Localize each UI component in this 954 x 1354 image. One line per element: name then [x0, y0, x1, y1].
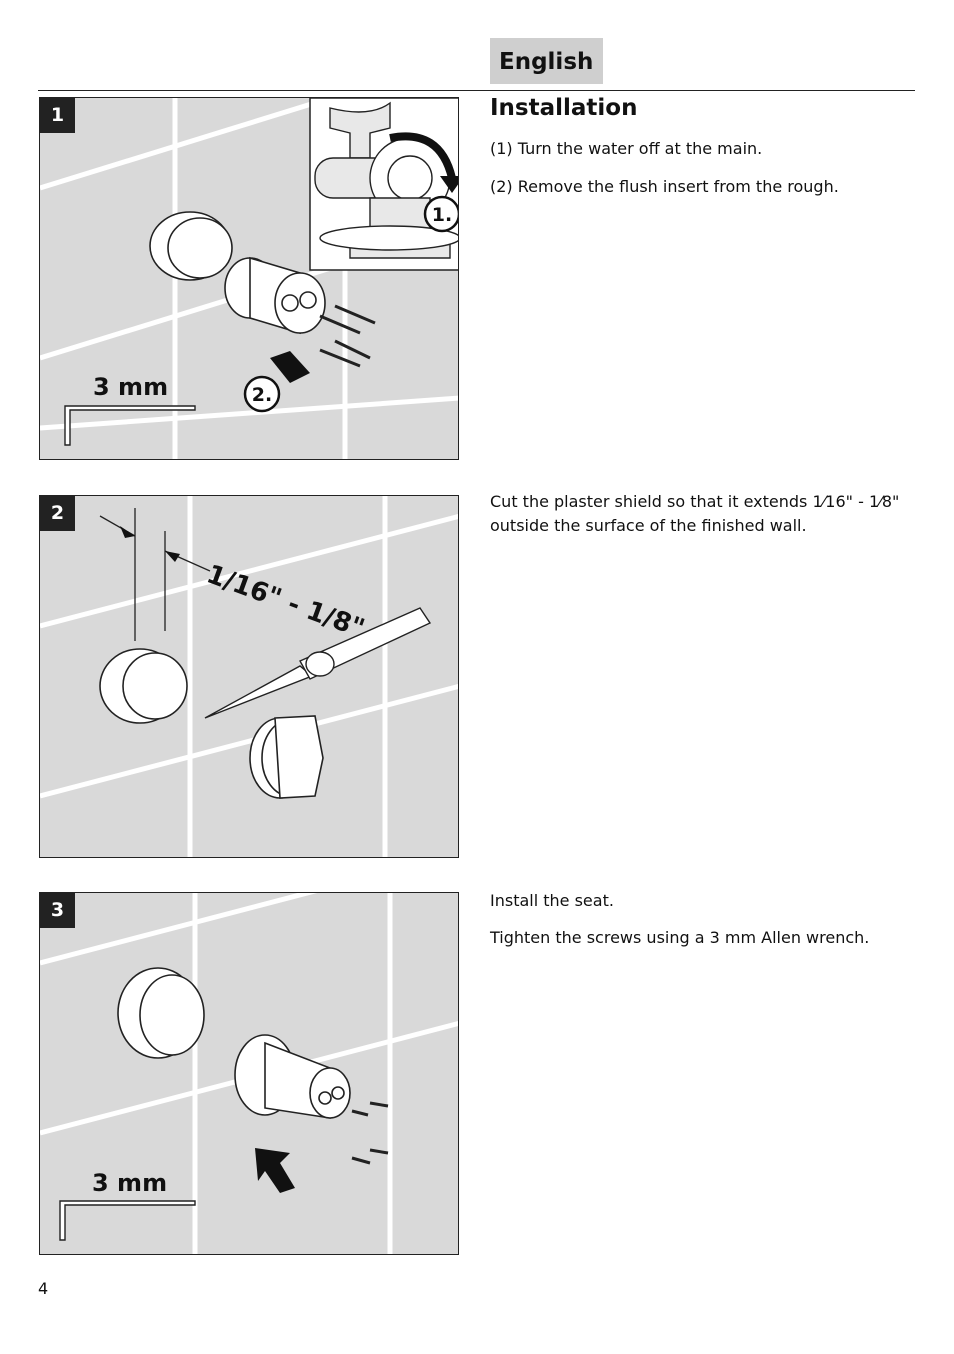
plaster-shield-icon	[99, 648, 188, 724]
callout-1-badge	[423, 195, 458, 233]
allen-wrench-icon	[59, 1200, 196, 1241]
language-tab: English	[490, 38, 603, 84]
header-rule	[38, 90, 915, 91]
step-1-text-1: (1) Turn the water off at the main.	[490, 139, 763, 158]
step-2-illustration: 1/16" - 1/8" 2	[39, 495, 459, 858]
allen-wrench-icon	[64, 405, 196, 446]
install-arrow-icon	[255, 1148, 295, 1193]
turn-arrow-icon	[389, 132, 456, 180]
step-2-text: Cut the plaster shield so that it extend…	[490, 492, 900, 535]
turn-arrowhead-icon	[440, 176, 458, 193]
step-number-3: 3	[40, 893, 75, 928]
tool-size-label: 3 mm	[93, 373, 168, 401]
page-number: 4	[38, 1279, 49, 1298]
plaster-shield-icon	[149, 211, 233, 281]
valve-seat-icon	[234, 1034, 351, 1119]
step-3-text-1: Install the seat.	[490, 891, 614, 910]
step-number-2: 2	[40, 496, 75, 531]
tool-size-label: 3 mm	[92, 1169, 167, 1197]
section-title: Installation	[490, 95, 638, 121]
step-2-drawing: 1/16" - 1/8"	[40, 496, 458, 857]
callout-2-label: 2.	[252, 384, 272, 406]
step-3-drawing: 3 mm	[40, 893, 458, 1254]
screws-icon	[319, 304, 376, 368]
dimension-lines	[99, 508, 211, 641]
flush-insert-icon	[224, 256, 326, 335]
step-1-illustration: 1. 2. 3 mm 1	[39, 97, 459, 460]
step-1-text-2: (2) Remove the flush insert from the rou…	[490, 177, 839, 196]
callout-2-badge	[243, 375, 281, 413]
dimension-arrow-left-icon	[120, 526, 135, 538]
screws-icon	[351, 1101, 389, 1165]
dimension-label: 1/16" - 1/8"	[203, 559, 369, 644]
step-number-1: 1	[40, 98, 75, 133]
knife-icon	[204, 607, 432, 719]
step-3-text-2: Tighten the screws using a 3 mm Allen wr…	[490, 928, 870, 947]
step-1-drawing: 1. 2. 3 mm	[40, 98, 458, 459]
cut-ring-icon	[249, 715, 324, 799]
dimension-arrow-right-icon	[165, 551, 180, 562]
callout-1-label: 1.	[432, 204, 452, 226]
plaster-shield-icon	[117, 967, 205, 1059]
remove-arrow-icon	[270, 351, 310, 383]
tile-grid	[40, 496, 458, 857]
step-3-illustration: 3 mm 3	[39, 892, 459, 1255]
